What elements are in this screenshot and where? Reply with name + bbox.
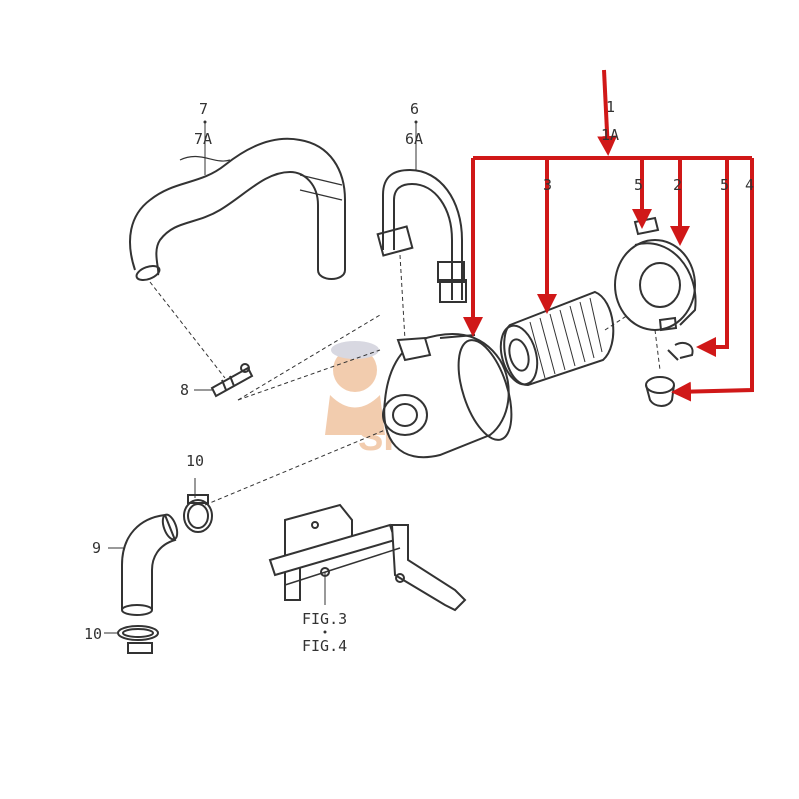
label-6: 6 bbox=[410, 100, 419, 118]
label-5-top: 5 bbox=[634, 176, 643, 194]
label-6a: 6A bbox=[405, 130, 423, 148]
label-8: 8 bbox=[180, 381, 189, 399]
label-fig4: FIG.4 bbox=[302, 637, 347, 655]
bolt-part-8 bbox=[210, 363, 254, 398]
label-9: 9 bbox=[92, 539, 101, 557]
label-7a: 7A bbox=[194, 130, 212, 148]
label-2: 2 bbox=[673, 176, 682, 194]
clip-part-5 bbox=[667, 342, 694, 361]
strap-part-6 bbox=[376, 168, 467, 303]
part-labels: 7 7A 6 6A 1 1A 3 5 2 5 4 8 10 9 10 FIG.3… bbox=[84, 98, 754, 655]
label-7: 7 bbox=[199, 100, 208, 118]
label-1a: 1A bbox=[601, 126, 619, 144]
label-fig3: FIG.3 bbox=[302, 610, 347, 628]
red-callout-arrows bbox=[463, 69, 754, 402]
label-5-side: 5 bbox=[720, 176, 729, 194]
cover-part-2 bbox=[614, 216, 697, 332]
upper-hose-part-7 bbox=[129, 137, 346, 281]
filter-housing-part-1 bbox=[382, 333, 513, 459]
lower-hose-part-9 bbox=[121, 513, 179, 616]
label-1: 1 bbox=[606, 98, 615, 116]
mounting-bracket bbox=[268, 503, 467, 612]
label-4: 4 bbox=[745, 176, 754, 194]
clamp-part-10-lower bbox=[117, 625, 159, 654]
label-10-lower: 10 bbox=[84, 625, 102, 643]
label-3: 3 bbox=[543, 176, 552, 194]
clamp-part-10-upper bbox=[183, 494, 213, 533]
leader-lines bbox=[104, 122, 661, 634]
filter-element-part-3 bbox=[499, 290, 615, 387]
label-10-upper: 10 bbox=[186, 452, 204, 470]
dust-valve-part-4 bbox=[645, 376, 675, 407]
